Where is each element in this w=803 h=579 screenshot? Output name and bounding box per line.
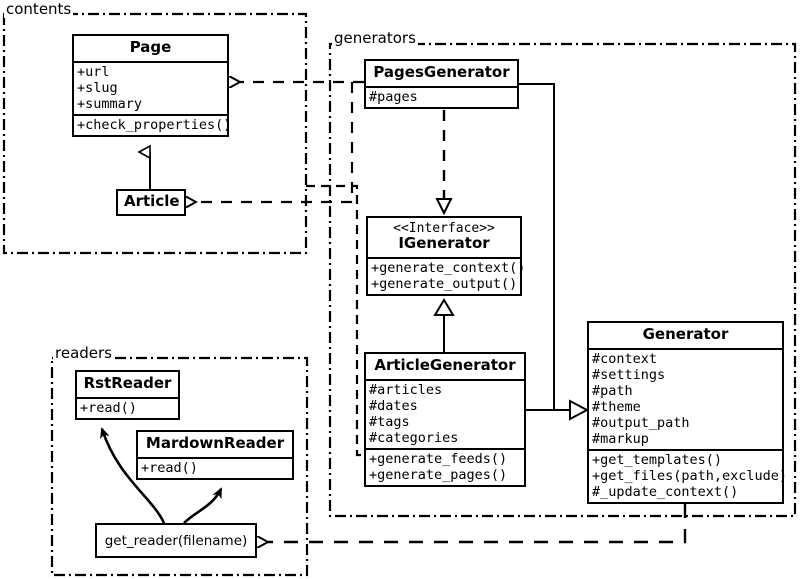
generators-inner-frame (306, 184, 363, 457)
attribute: #theme (592, 398, 641, 415)
operation: +check_properties() (77, 116, 232, 133)
class-title-articlegenerator: ArticleGenerator (374, 356, 516, 374)
operation: +generate_output() (371, 276, 518, 293)
attribute: #context (592, 350, 658, 367)
class-title-mardownreader: MardownReader (145, 434, 285, 452)
operation: +generate_context() (371, 260, 526, 277)
line-generator-uses-get-reader (268, 504, 687, 542)
operation: +get_files(path,exclude) (592, 467, 788, 484)
class-operations-page: +check_properties() (74, 113, 232, 135)
package-label-generators: generators (332, 29, 418, 47)
class-operations-articlegenerator: +generate_feeds() +generate_pages() (366, 447, 524, 485)
attribute: #output_path (592, 414, 690, 431)
attribute: #path (592, 382, 633, 399)
function-box-get-reader[interactable]: get_reader(filename) (95, 523, 257, 558)
class-box-articlegenerator[interactable]: ArticleGenerator #articles #dates #tags … (364, 352, 526, 487)
class-operations-rstreader: +read() (77, 396, 178, 418)
attribute: +summary (77, 95, 143, 112)
class-attributes-page: +url +slug +summary (74, 60, 227, 114)
attribute: +slug (77, 79, 118, 96)
line-pagesgenerator-extends-generator (519, 83, 555, 410)
attribute: #tags (369, 413, 410, 430)
operation: +get_templates() (592, 451, 723, 468)
class-operations-mardownreader: +read() (138, 456, 292, 478)
attribute: #articles (369, 381, 443, 398)
operation: +generate_pages() (369, 466, 508, 483)
class-stereotype-igenerator: <<Interface>> (393, 221, 495, 236)
class-operations-generator: +get_templates() +get_files(path,exclude… (589, 448, 788, 502)
class-box-generator[interactable]: Generator #context #settings #path #them… (587, 321, 788, 504)
class-attributes-articlegenerator: #articles #dates #tags #categories (366, 378, 524, 448)
attribute: +url (77, 63, 110, 80)
class-box-mardownreader[interactable]: MardownReader +read() (136, 430, 294, 480)
operation: +read() (80, 399, 137, 416)
class-title-rstreader: RstReader (83, 374, 172, 392)
class-title-generator: Generator (642, 325, 729, 343)
package-border-generators (328, 42, 797, 518)
attribute: #settings (592, 366, 666, 383)
class-operations-igenerator: +generate_context() +generate_output() (368, 257, 526, 294)
package-border-readers (50, 356, 309, 577)
package-label-readers: readers (53, 344, 114, 362)
arrowhead-generalization-igenerator (433, 298, 455, 316)
package-label-contents: contents (4, 0, 74, 18)
class-box-rstreader[interactable]: RstReader +read() (75, 370, 180, 420)
line-get-reader-creates-mardownreader (183, 487, 223, 524)
class-title-article: Article (124, 192, 180, 210)
attribute: #markup (592, 430, 649, 447)
attribute: #dates (369, 397, 418, 414)
class-attributes-pagesgenerator: #pages (366, 85, 517, 107)
package-border-contents (2, 12, 308, 255)
attribute: #categories (369, 429, 459, 446)
class-title-igenerator: <<Interface>> IGenerator (368, 218, 520, 257)
arrowhead-generalization-generator (569, 399, 590, 421)
class-attributes-generator: #context #settings #path #theme #output_… (589, 347, 782, 449)
class-name-igenerator: IGenerator (398, 234, 490, 253)
operation: #_update_context() (592, 483, 739, 500)
operation: +generate_feeds() (369, 450, 508, 467)
line-get-reader-creates-rstreader (100, 427, 166, 524)
arrowhead-realization-igenerator (435, 198, 453, 216)
class-title-page: Page (129, 38, 172, 56)
attribute: #pages (369, 88, 418, 105)
line-pagesgenerator-uses-article (196, 82, 354, 202)
class-box-igenerator[interactable]: <<Interface>> IGenerator +generate_conte… (366, 216, 526, 297)
class-title-pagesgenerator: PagesGenerator (373, 63, 510, 81)
class-box-pagesgenerator[interactable]: PagesGenerator #pages (364, 59, 519, 109)
operation: +read() (141, 459, 198, 476)
class-box-page[interactable]: Page +url +slug +summary +check_properti… (72, 34, 232, 137)
function-label-get-reader: get_reader(filename) (104, 532, 248, 549)
class-box-article[interactable]: Article (116, 189, 186, 216)
